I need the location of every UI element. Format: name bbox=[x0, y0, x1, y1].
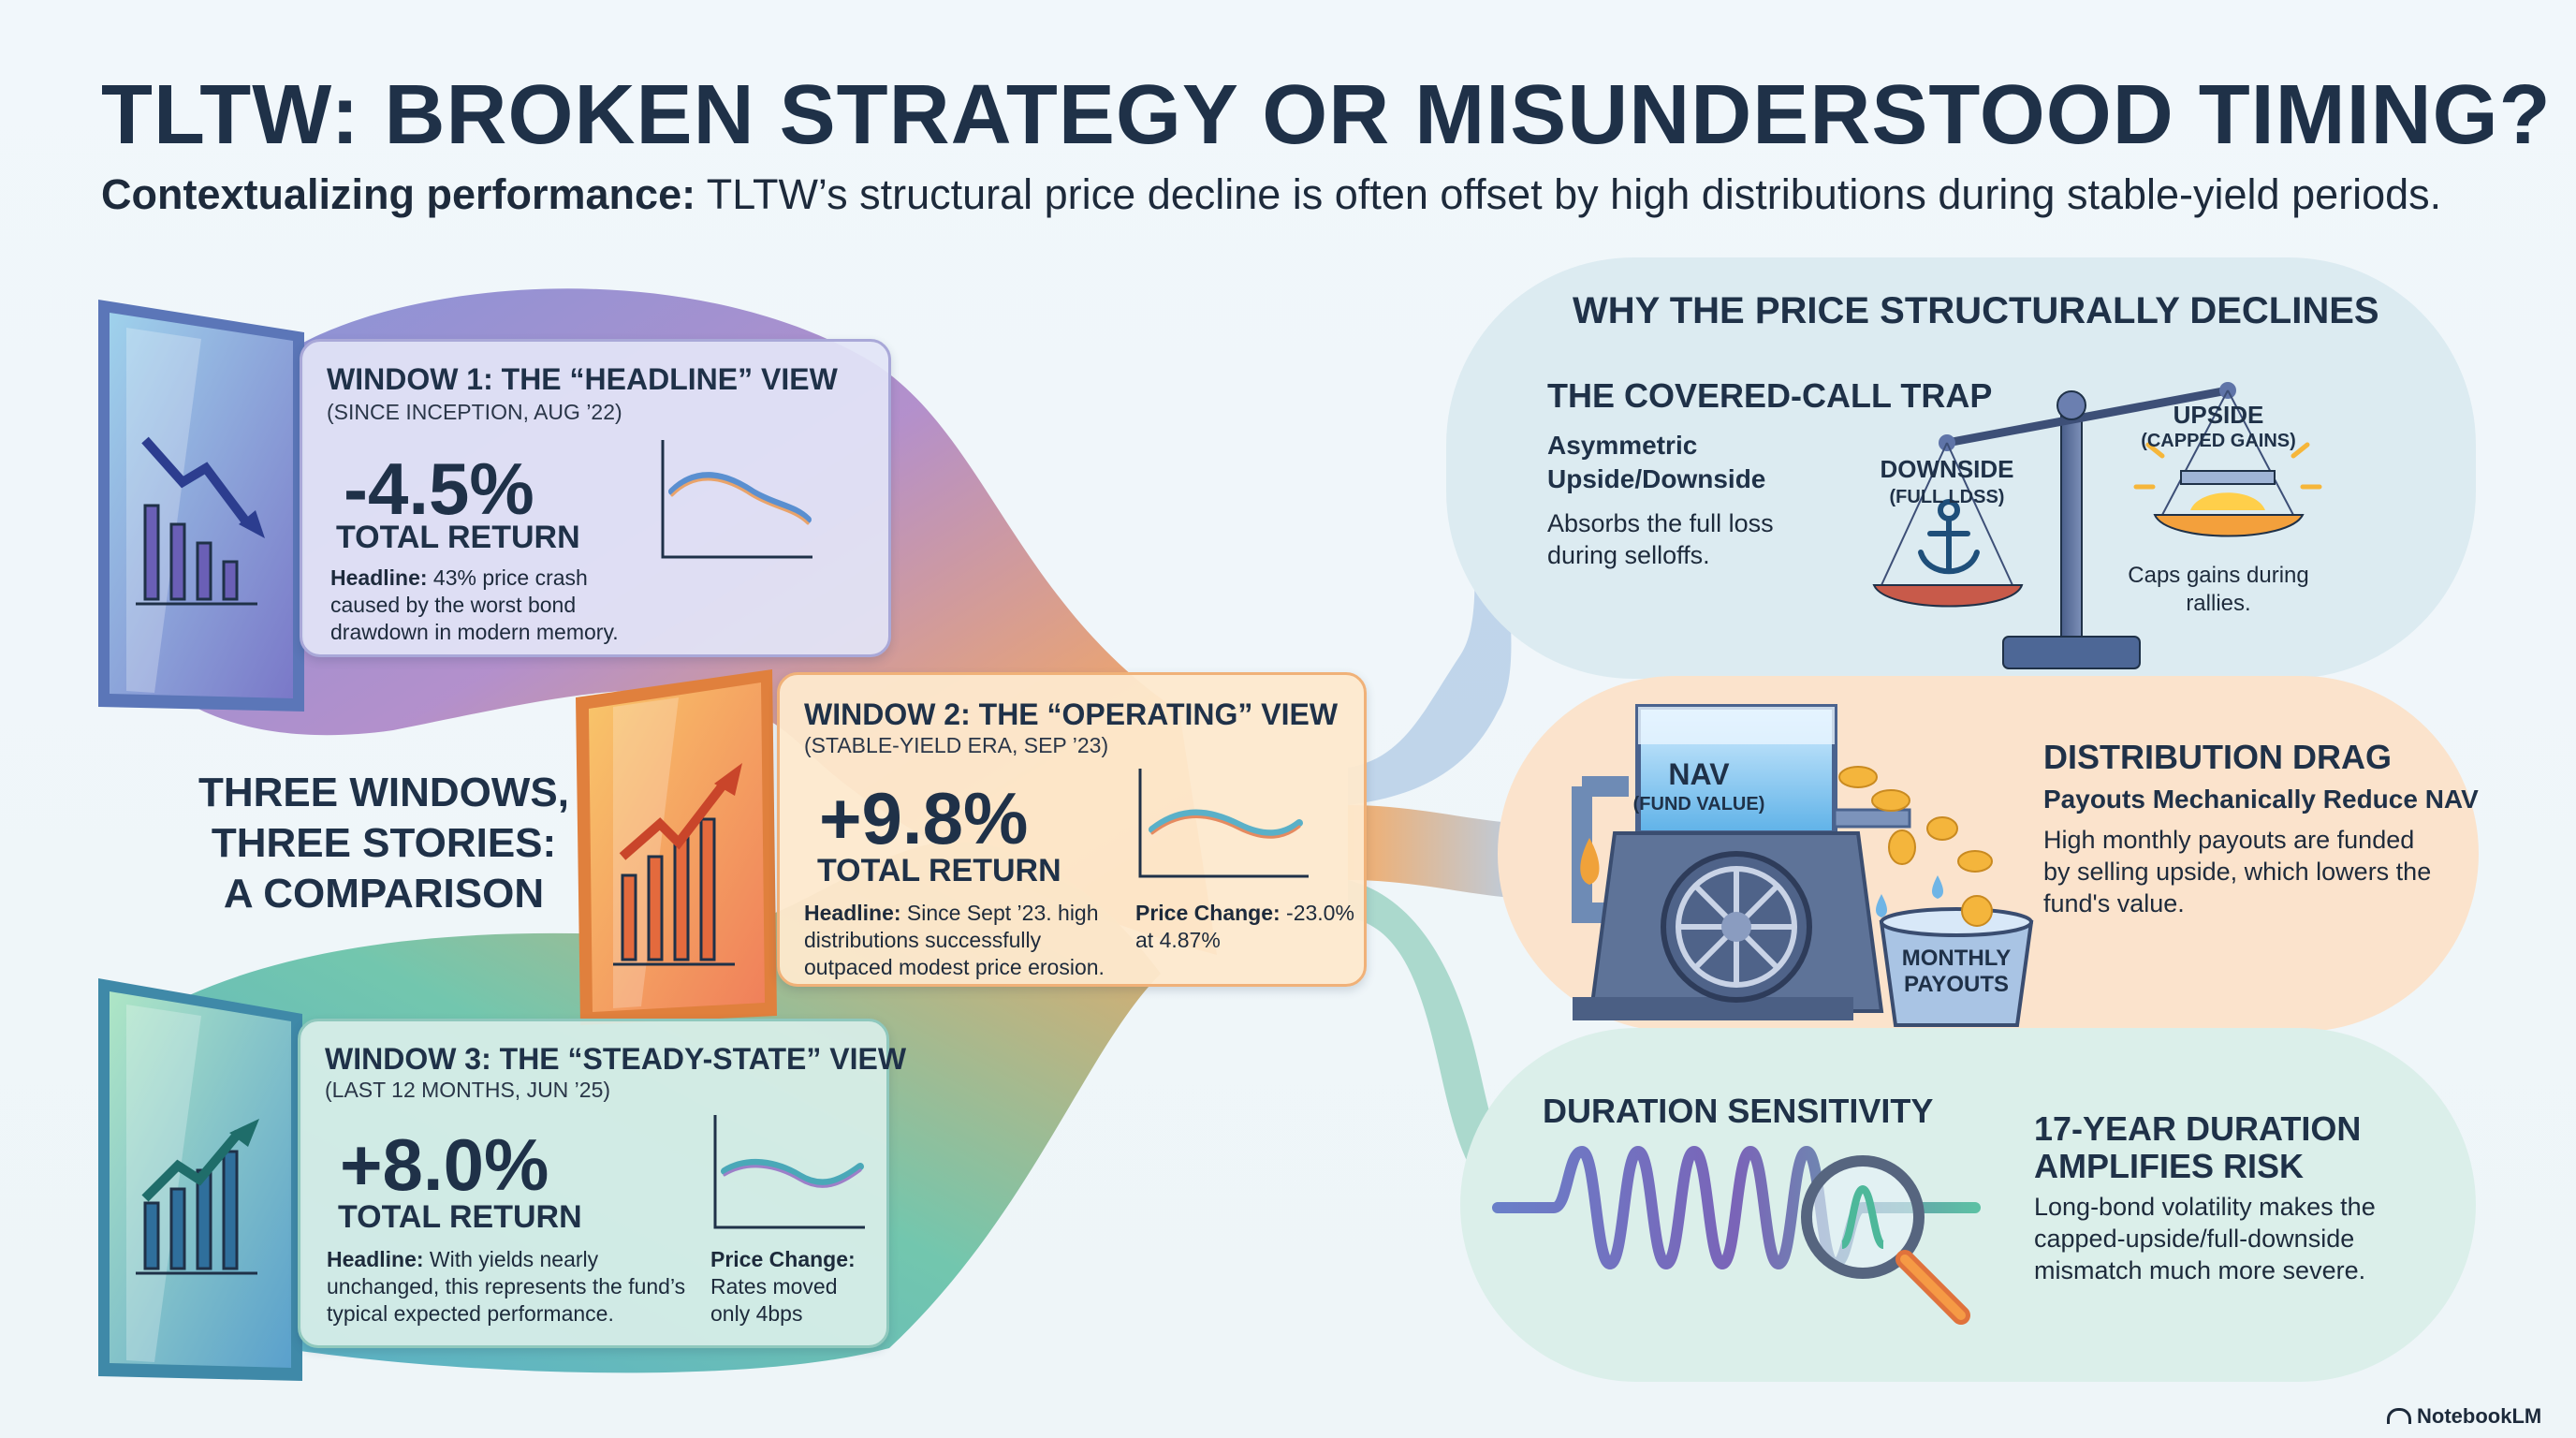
covered-call-trap-panel bbox=[1446, 257, 2476, 679]
window-1-sparkline-icon bbox=[661, 440, 812, 559]
window-3-title: WINDOW 3: THE “STEADY-STATE” VIEW bbox=[325, 1042, 907, 1076]
drag-subtitle: Payouts Mechanically Reduce NAV bbox=[2043, 785, 2479, 814]
center-label-line-3: A COMPARISON bbox=[223, 871, 545, 917]
monthly-payouts-label: MONTHLY PAYOUTS bbox=[1901, 946, 2012, 997]
notebooklm-logo-icon bbox=[2387, 1408, 2411, 1424]
window-1-title: WINDOW 1: THE “HEADLINE” VIEW bbox=[327, 362, 838, 396]
duration-text: Long-bond volatility makes the capped-up… bbox=[2034, 1193, 2376, 1284]
brand-mark: NotebookLM bbox=[2387, 1404, 2541, 1429]
window-1-headline: Headline: 43% price crash caused by the … bbox=[330, 565, 639, 646]
window-3-glass-icon bbox=[98, 978, 302, 1381]
trap-title: THE COVERED-CALL TRAP bbox=[1547, 376, 1993, 415]
duration-subtitle: 17-YEAR DURATION AMPLIFIES RISK bbox=[2034, 1109, 2362, 1185]
right-heading: WHY THE PRICE STRUCTURALLY DECLINES bbox=[1573, 290, 2379, 331]
window-2-headline-label: Headline: bbox=[804, 901, 901, 925]
window-2-sparkline-icon bbox=[1138, 769, 1309, 878]
window-1-value-label: TOTAL RETURN bbox=[336, 520, 580, 555]
page-title: TLTW: BROKEN STRATEGY OR MISUNDERSTOOD T… bbox=[101, 68, 2552, 162]
center-label-line-2: THREE STORIES: bbox=[211, 820, 557, 866]
downside-label: DOWNSIDE bbox=[1880, 455, 2014, 483]
window-2-value: +9.8% bbox=[819, 777, 1029, 859]
window-1-value: -4.5% bbox=[344, 448, 534, 530]
window-2-glass-icon bbox=[576, 669, 777, 1025]
caps-gains-note: Caps gains during rallies. bbox=[2128, 563, 2309, 616]
window-3-price-change: Price Change: Rates moved only 4bps bbox=[710, 1246, 879, 1328]
window-3-headline-label: Headline: bbox=[327, 1247, 424, 1271]
window-1-headline-label: Headline: bbox=[330, 565, 428, 590]
window-3-card: WINDOW 3: THE “STEADY-STATE” VIEW (LAST … bbox=[298, 1019, 906, 1348]
downside-sublabel: (FULL LDSS) bbox=[1889, 487, 2005, 507]
page-subtitle: Contextualizing performance: TLTW’s stru… bbox=[101, 170, 2441, 219]
window-1-card: WINDOW 1: THE “HEADLINE” VIEW (SINCE INC… bbox=[300, 339, 891, 657]
upside-sublabel: (CAPPED GAINS) bbox=[2141, 431, 2296, 451]
duration-title: DURATION SENSITIVITY bbox=[1543, 1092, 1934, 1130]
window-2-headline-text: Since Sept ’23. high distributions succe… bbox=[804, 901, 1105, 979]
trap-text: Absorbs the full loss during selloffs. bbox=[1547, 509, 1774, 569]
subtitle-text: TLTW’s structural price decline is often… bbox=[706, 170, 2442, 218]
window-3-headline: Headline: With yields nearly unchanged, … bbox=[327, 1246, 701, 1328]
window-2-card: WINDOW 2: THE “OPERATING” VIEW (STABLE-Y… bbox=[777, 672, 1367, 987]
window-3-subtitle: (LAST 12 MONTHS, JUN ’25) bbox=[325, 1078, 611, 1102]
window-3-value-label: TOTAL RETURN bbox=[338, 1199, 582, 1235]
subtitle-lead: Contextualizing performance: bbox=[101, 170, 696, 218]
window-3-value: +8.0% bbox=[340, 1123, 549, 1206]
nav-pump-icon bbox=[1572, 704, 2034, 1027]
window-1-subtitle: (SINCE INCEPTION, AUG ’22) bbox=[327, 400, 622, 424]
window-2-title: WINDOW 2: THE “OPERATING” VIEW bbox=[804, 697, 1339, 731]
upside-label: UPSIDE bbox=[2173, 401, 2264, 429]
three-windows-label: THREE WINDOWS, THREE STORIES: A COMPARIS… bbox=[159, 768, 608, 919]
window-1-glass-icon bbox=[98, 300, 304, 712]
wave-magnifier-icon bbox=[1492, 1145, 1981, 1325]
window-3-price-label: Price Change: bbox=[710, 1247, 856, 1271]
nav-label: NAV bbox=[1668, 757, 1730, 791]
window-3-headline-text: With yields nearly unchanged, this repre… bbox=[327, 1247, 686, 1326]
window-2-price-text: -23.0% at 4.87% bbox=[1135, 901, 1354, 952]
window-2-subtitle: (STABLE-YIELD ERA, SEP ’23) bbox=[804, 733, 1109, 757]
window-2-value-label: TOTAL RETURN bbox=[817, 853, 1061, 888]
window-1-headline-text: 43% price crash caused by the worst bond… bbox=[330, 565, 619, 644]
window-2-price-label: Price Change: bbox=[1135, 901, 1281, 925]
brand-label: NotebookLM bbox=[2417, 1404, 2542, 1428]
window-3-sparkline-icon bbox=[713, 1115, 865, 1229]
drag-text: High monthly payouts are funded by selli… bbox=[2043, 826, 2432, 917]
nav-sublabel: (FUND VALUE) bbox=[1632, 794, 1765, 814]
window-2-headline: Headline: Since Sept ’23. high distribut… bbox=[804, 900, 1122, 981]
center-label-line-1: THREE WINDOWS, bbox=[198, 770, 569, 815]
balance-scale-icon bbox=[1872, 382, 2322, 669]
window-2-price-change: Price Change: -23.0% at 4.87% bbox=[1135, 900, 1360, 954]
window-3-price-text: Rates moved only 4bps bbox=[710, 1274, 838, 1326]
trap-subtitle: Asymmetric Upside/Downside bbox=[1547, 431, 1766, 493]
drag-title: DISTRIBUTION DRAG bbox=[2043, 738, 2392, 776]
